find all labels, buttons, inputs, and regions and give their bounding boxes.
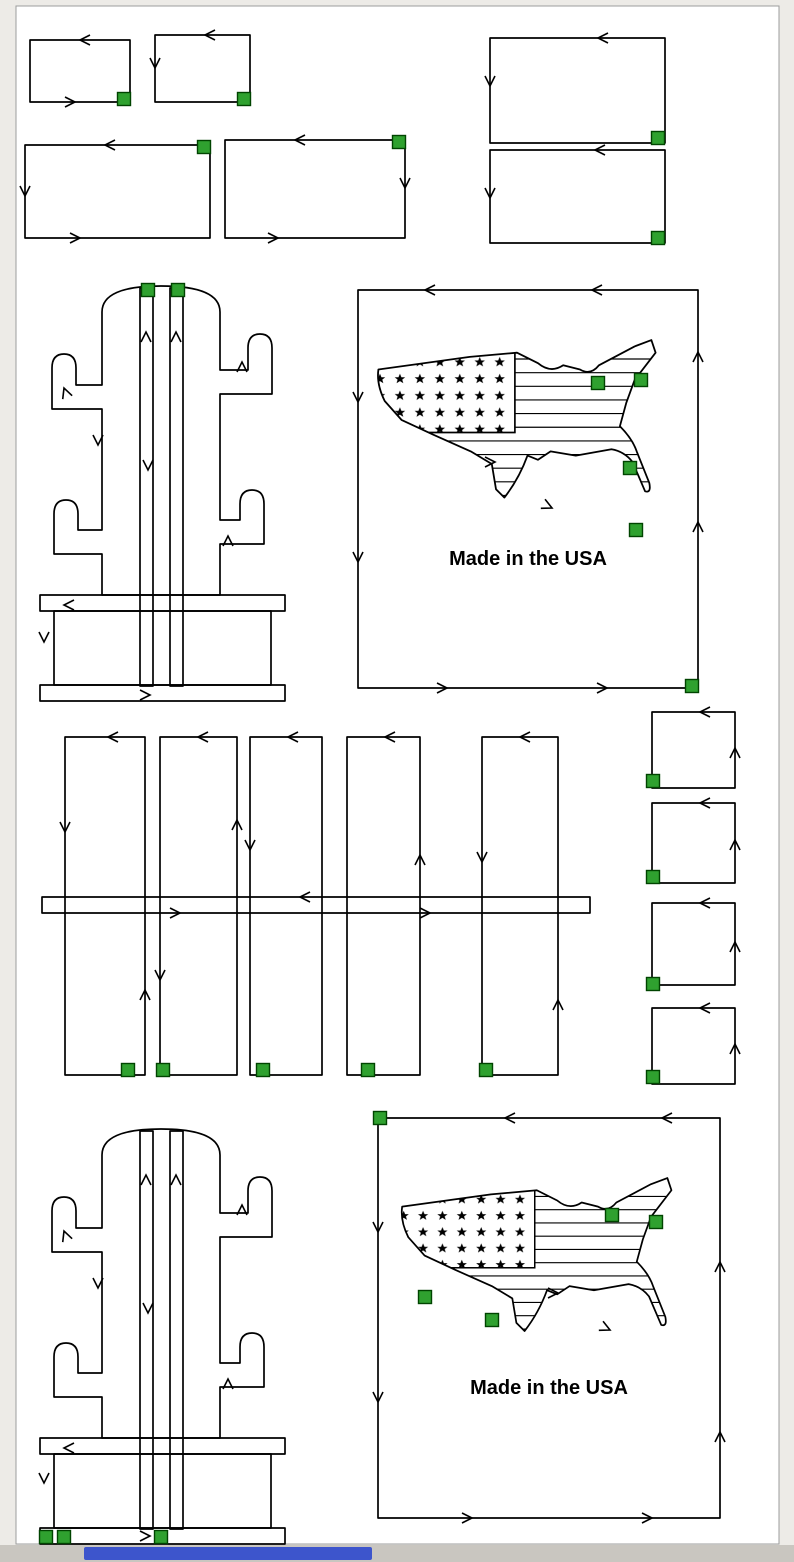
path-node[interactable] [650, 230, 666, 246]
path-node[interactable] [360, 1062, 376, 1078]
path-node[interactable] [633, 372, 649, 388]
cut-path-rect[interactable] [41, 896, 591, 914]
path-node[interactable] [255, 1062, 271, 1078]
shape-slat-group [41, 731, 591, 1078]
path-node[interactable] [484, 1312, 500, 1328]
path-node[interactable] [236, 91, 252, 107]
cut-path-rect[interactable] [651, 711, 736, 789]
shape-rect-2 [149, 29, 252, 107]
cut-path-rect[interactable] [651, 902, 736, 986]
cut-path-rect[interactable] [346, 736, 421, 1076]
path-node[interactable] [604, 1207, 620, 1223]
path-node[interactable] [56, 1529, 72, 1545]
path-node[interactable] [645, 1069, 661, 1085]
cut-path-rect[interactable] [249, 736, 323, 1076]
shape-rect-5 [484, 32, 666, 146]
cut-path-rect[interactable] [24, 144, 211, 239]
cut-path-rect[interactable] [64, 736, 146, 1076]
shape-rect-3 [19, 139, 212, 244]
path-node[interactable] [650, 130, 666, 146]
path-node[interactable] [622, 460, 638, 476]
made-in-usa-label: Made in the USA [449, 548, 607, 570]
cut-path-rect[interactable] [651, 802, 736, 884]
cut-path-rect[interactable] [651, 1007, 736, 1085]
cut-path-rect[interactable] [377, 1117, 721, 1519]
shape-rect-6 [484, 144, 666, 246]
path-node[interactable] [645, 869, 661, 885]
shape-rect-1 [29, 34, 132, 108]
shape-flag-panel-bottom: Made in the USA [372, 1110, 726, 1524]
path-node[interactable] [170, 282, 186, 298]
path-node[interactable] [155, 1062, 171, 1078]
cut-path-rect[interactable] [357, 289, 699, 689]
path-node[interactable] [628, 522, 644, 538]
shape-flag-panel-top: Made in the USA [352, 284, 704, 694]
path-node[interactable] [417, 1289, 433, 1305]
path-node[interactable] [153, 1529, 169, 1545]
cut-path-rect[interactable] [489, 37, 666, 144]
made-in-usa-label: Made in the USA [470, 1377, 628, 1399]
path-node[interactable] [391, 134, 407, 150]
path-node[interactable] [116, 91, 132, 107]
shape-rect-4 [224, 134, 411, 244]
path-node[interactable] [478, 1062, 494, 1078]
path-node[interactable] [648, 1214, 664, 1230]
shape-right-column [645, 706, 741, 1085]
path-node[interactable] [645, 773, 661, 789]
path-node[interactable] [590, 375, 606, 391]
path-node[interactable] [38, 1529, 54, 1545]
path-node[interactable] [372, 1110, 388, 1126]
path-node[interactable] [140, 282, 156, 298]
path-node[interactable] [196, 139, 212, 155]
path-node[interactable] [684, 678, 700, 694]
path-node[interactable] [645, 976, 661, 992]
scrollbar-thumb[interactable] [84, 1547, 372, 1560]
path-node[interactable] [120, 1062, 136, 1078]
cut-path-rect[interactable] [224, 139, 406, 239]
